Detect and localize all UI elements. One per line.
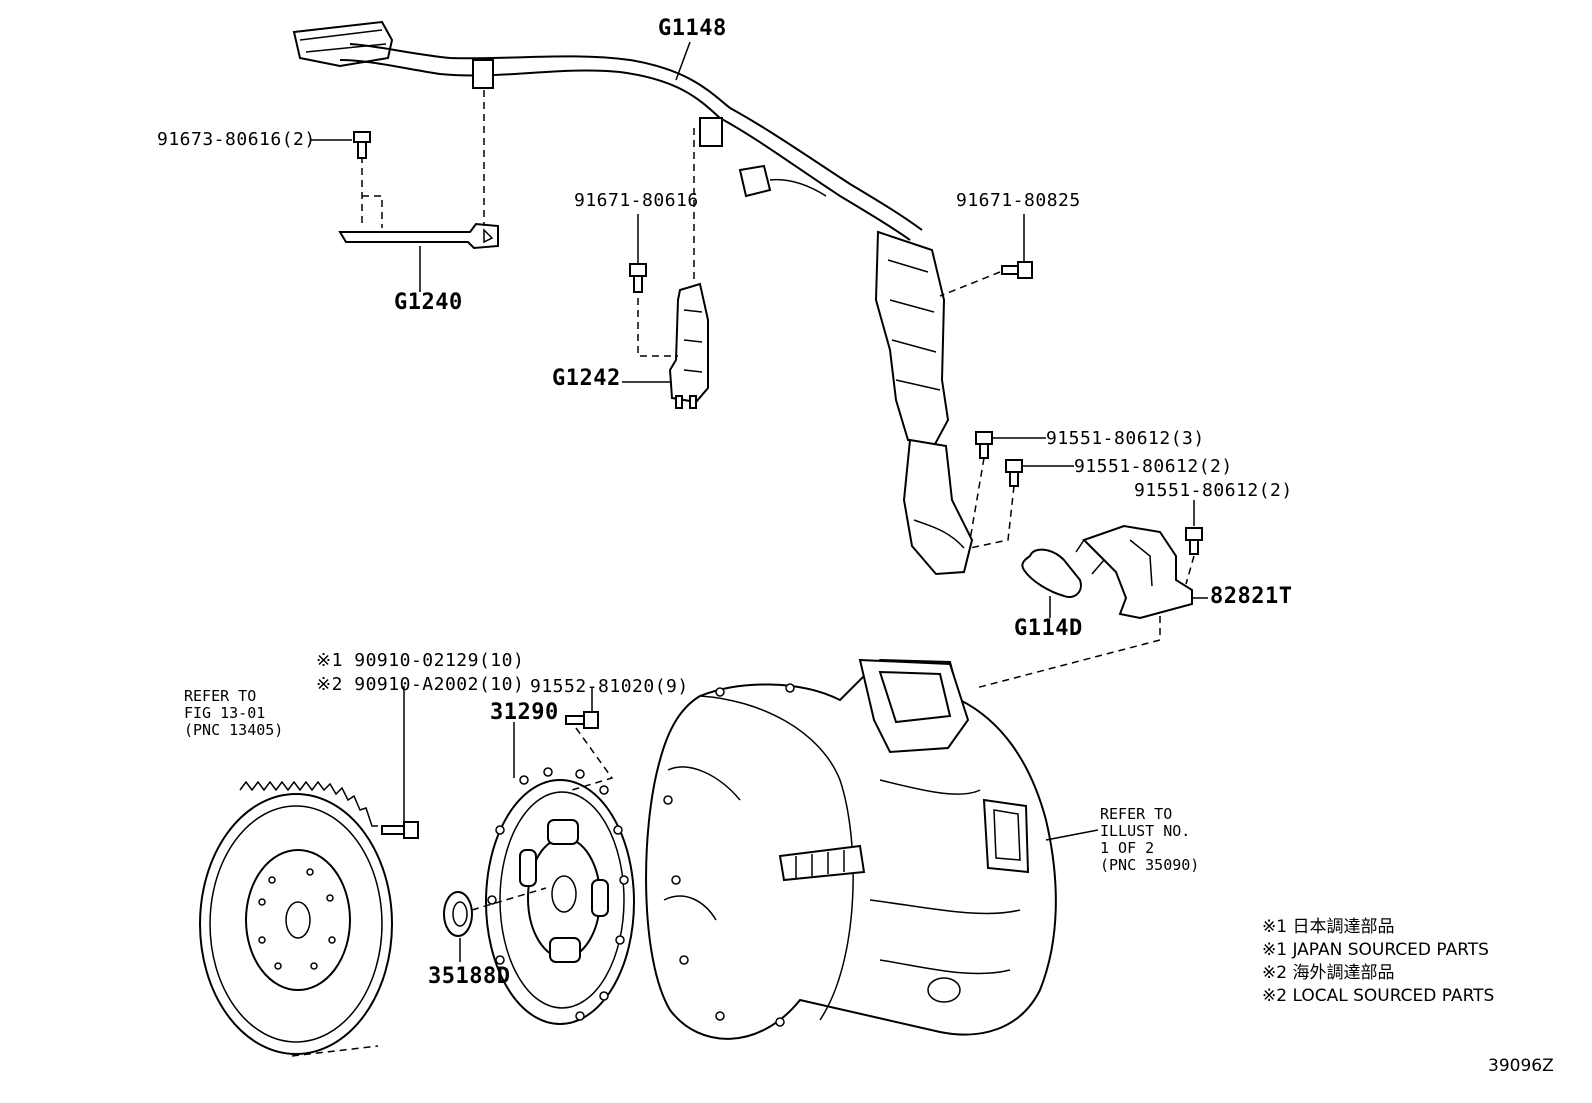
label-90910-a2002: ※2 90910-A2002(10) <box>316 674 525 695</box>
clutch-disc-31290 <box>485 767 635 1025</box>
bolt-91673 <box>353 131 371 159</box>
transmission-housing <box>645 658 1057 1040</box>
bracket-82821t <box>1075 524 1193 620</box>
legend-line-1: ※1 日本調達部品 <box>1262 917 1395 937</box>
label-90910-02129: ※1 90910-02129(10) <box>316 650 525 671</box>
label-g1240: G1240 <box>394 290 463 315</box>
label-91673-80616: 91673-80616(2) <box>157 129 316 150</box>
label-g114d: G114D <box>1014 616 1083 641</box>
bolt-91671-80616 <box>629 263 647 293</box>
label-82821t: 82821T <box>1210 584 1293 609</box>
legend-line-4: ※2 LOCAL SOURCED PARTS <box>1262 986 1495 1006</box>
legend-line-2: ※1 JAPAN SOURCED PARTS <box>1262 940 1489 960</box>
label-31290: 31290 <box>490 700 559 725</box>
label-91551-80612-3: 91551-80612(3) <box>1046 428 1205 449</box>
bracket-g1242 <box>668 282 709 409</box>
bolt-91551-a <box>975 431 993 459</box>
note-flywheel-reference: REFER TO FIG 13-01 (PNC 13405) <box>184 687 284 739</box>
label-g1148: G1148 <box>658 16 727 41</box>
label-91671-80825: 91671-80825 <box>956 190 1081 211</box>
bolt-91551-b <box>1005 459 1023 487</box>
wire-harness-g1148 <box>292 20 974 576</box>
seal-35188d <box>443 891 473 937</box>
label-91671-80616: 91671-80616 <box>574 190 699 211</box>
bolt-91671-80825 <box>1001 261 1033 279</box>
label-91551-80612-2a: 91551-80612(2) <box>1074 456 1233 477</box>
label-91552-81020: 91552-81020(9) <box>530 676 689 697</box>
legend-line-3: ※2 海外調達部品 <box>1262 963 1395 983</box>
bolt-90910 <box>381 821 419 839</box>
label-35188d: 35188D <box>428 964 511 989</box>
bracket-g1240 <box>338 222 499 250</box>
bolt-91552 <box>565 711 599 729</box>
cover-g114d <box>1021 548 1082 598</box>
legend: ※1 日本調達部品 ※1 JAPAN SOURCED PARTS ※2 海外調達… <box>1262 916 1494 1008</box>
label-g1242: G1242 <box>552 366 621 391</box>
label-91551-80612-2b: 91551-80612(2) <box>1134 480 1293 501</box>
note-transmission-reference: REFER TO ILLUST NO. 1 OF 2 (PNC 35090) <box>1100 805 1200 874</box>
bolt-91551-c <box>1185 527 1203 555</box>
flywheel <box>199 780 393 1055</box>
illustration-id: 39096Z <box>1488 1056 1554 1076</box>
